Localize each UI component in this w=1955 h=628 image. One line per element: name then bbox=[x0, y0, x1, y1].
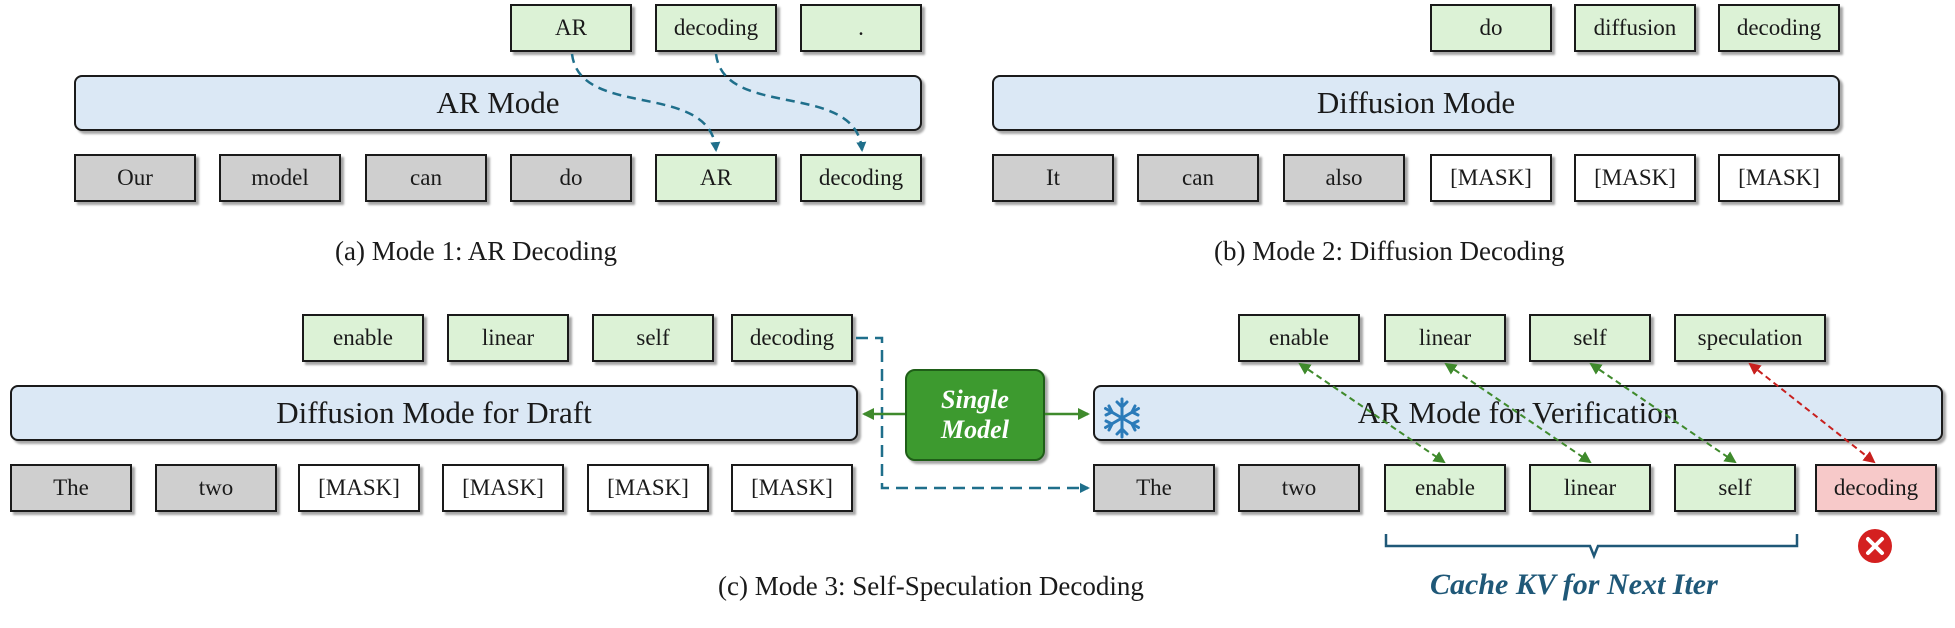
b-diffusion-mode-box: Diffusion Mode bbox=[992, 75, 1840, 131]
c-draft-output-token-3: self bbox=[592, 314, 714, 362]
snowflake-icon bbox=[1104, 397, 1140, 439]
c-diffusion-draft-mode-box: Diffusion Mode for Draft bbox=[10, 385, 858, 441]
c-verify-output-token-1: enable bbox=[1238, 314, 1360, 362]
b-input-token-3: also bbox=[1283, 154, 1405, 202]
b-input-token-2: can bbox=[1137, 154, 1259, 202]
c-verify-rejected-token: decoding bbox=[1815, 464, 1937, 512]
caption-c: (c) Mode 3: Self-Speculation Decoding bbox=[718, 571, 1144, 601]
red-x-icon bbox=[1858, 529, 1892, 563]
b-mask-token-3: [MASK] bbox=[1718, 154, 1840, 202]
c-draft-mask-token-4: [MASK] bbox=[731, 464, 853, 512]
a-input-token-5: AR bbox=[655, 154, 777, 202]
c-draft-mask-token-1: [MASK] bbox=[298, 464, 420, 512]
c-verify-input-token-5: self bbox=[1674, 464, 1796, 512]
c-draft-output-token-1: enable bbox=[302, 314, 424, 362]
a-output-token-2: decoding bbox=[655, 4, 777, 52]
a-input-token-2: model bbox=[219, 154, 341, 202]
single-model-box: Single Model bbox=[905, 369, 1045, 461]
a-ar-mode-box: AR Mode bbox=[74, 75, 922, 131]
c-verify-input-token-2: two bbox=[1238, 464, 1360, 512]
b-output-token-3: decoding bbox=[1718, 4, 1840, 52]
a-input-token-3: can bbox=[365, 154, 487, 202]
cache-kv-bracket bbox=[1384, 534, 1799, 560]
c-verify-input-token-1: The bbox=[1093, 464, 1215, 512]
b-input-token-1: It bbox=[992, 154, 1114, 202]
a-output-token-1: AR bbox=[510, 4, 632, 52]
b-mask-token-2: [MASK] bbox=[1574, 154, 1696, 202]
c-draft-mask-token-2: [MASK] bbox=[442, 464, 564, 512]
c-verify-input-token-4: linear bbox=[1529, 464, 1651, 512]
c-verify-output-token-3: self bbox=[1529, 314, 1651, 362]
cache-kv-label: Cache KV for Next Iter bbox=[1430, 568, 1718, 601]
c-verify-input-token-3: enable bbox=[1384, 464, 1506, 512]
c-draft-input-token-1: The bbox=[10, 464, 132, 512]
single-model-line-1: Single bbox=[941, 385, 1009, 414]
a-output-token-3: . bbox=[800, 4, 922, 52]
caption-b: (b) Mode 2: Diffusion Decoding bbox=[1214, 236, 1565, 266]
c-ar-verify-mode-box: AR Mode for Verification bbox=[1093, 385, 1943, 441]
c-draft-mask-token-3: [MASK] bbox=[587, 464, 709, 512]
b-mask-token-1: [MASK] bbox=[1430, 154, 1552, 202]
c-draft-output-token-2: linear bbox=[447, 314, 569, 362]
b-output-token-2: diffusion bbox=[1574, 4, 1696, 52]
c-verify-output-token-4: speculation bbox=[1674, 314, 1826, 362]
c-verify-output-token-2: linear bbox=[1384, 314, 1506, 362]
a-input-token-1: Our bbox=[74, 154, 196, 202]
caption-a: (a) Mode 1: AR Decoding bbox=[335, 236, 617, 266]
c-draft-output-token-4: decoding bbox=[731, 314, 853, 362]
c-draft-input-token-2: two bbox=[155, 464, 277, 512]
a-input-token-6: decoding bbox=[800, 154, 922, 202]
b-output-token-1: do bbox=[1430, 4, 1552, 52]
a-input-token-4: do bbox=[510, 154, 632, 202]
single-model-line-2: Model bbox=[941, 415, 1009, 444]
